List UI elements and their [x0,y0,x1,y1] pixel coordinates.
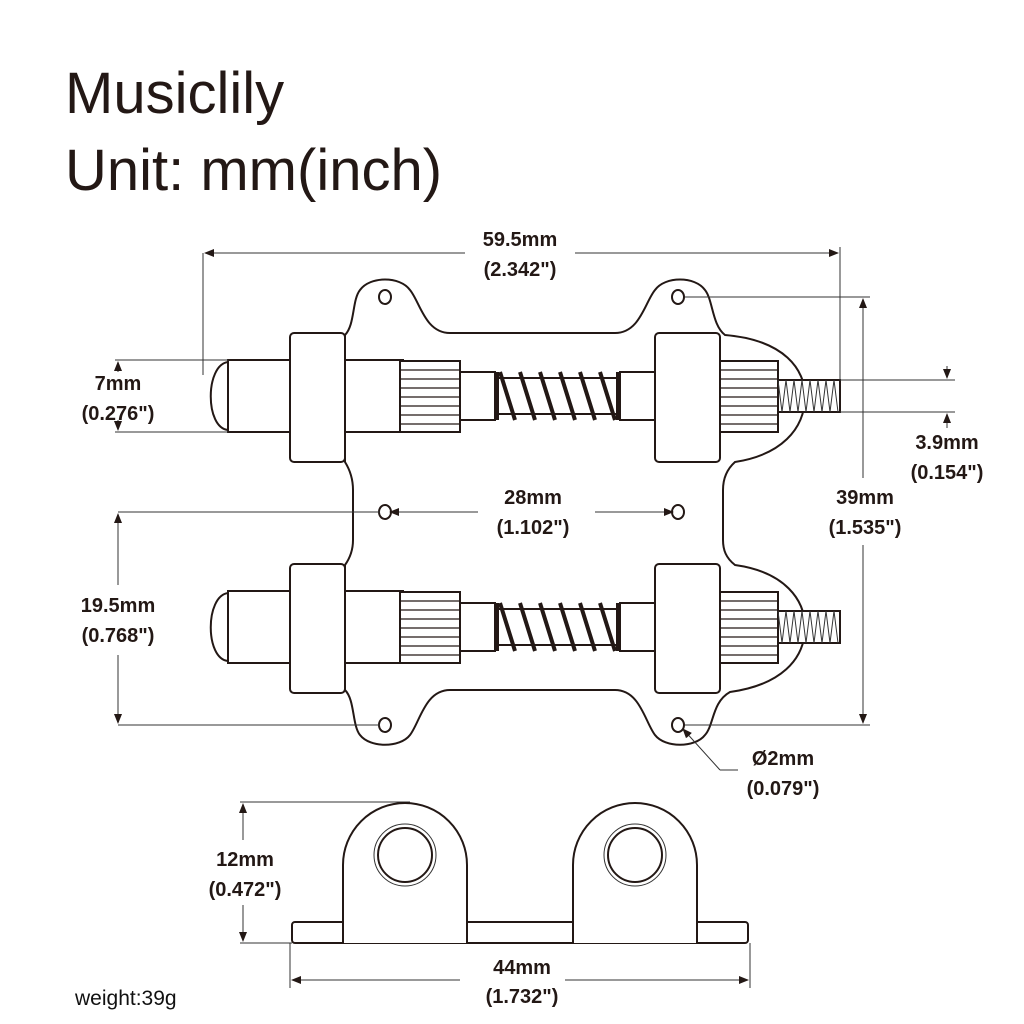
height-mm: 12mm [216,849,274,871]
weight-label: weight:39g [74,987,177,1010]
width-mm: 44mm [493,957,551,979]
unit-label: Unit: mm(inch) [65,138,442,203]
width-inch: (1.732") [486,986,559,1008]
offset-mm: 19.5mm [81,595,156,617]
brand-title: Musiclily [65,61,284,126]
hole-diameter-mm: Ø2mm [752,748,814,770]
cap-inch: (0.276") [82,403,155,425]
cap-mm: 7mm [95,373,142,395]
side-view [291,802,749,944]
hole-spacing-y-inch: (1.535") [829,517,902,539]
hole-diameter-inch: (0.079") [747,778,820,800]
hole-spacing-x-mm: 28mm [504,487,562,509]
saddle-row-top [209,332,841,463]
thread-mm: 3.9mm [915,432,978,454]
offset-inch: (0.768") [82,625,155,647]
hole-spacing-y-mm: 39mm [836,487,894,509]
length-inch: (2.342") [484,259,557,281]
dimension-lines [114,247,955,988]
thread-inch: (0.154") [911,462,984,484]
hole-spacing-x-inch: (1.102") [497,517,570,539]
length-mm: 59.5mm [483,229,558,251]
height-inch: (0.472") [209,879,282,901]
